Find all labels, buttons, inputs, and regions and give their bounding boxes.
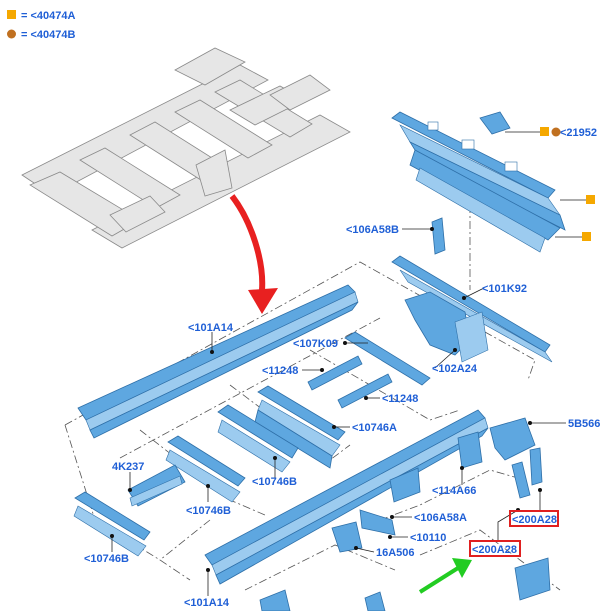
highlight-box-200A28-lower (469, 540, 521, 557)
callout-102A24[interactable]: <102A24 (432, 363, 478, 375)
legend-square-marker (7, 10, 16, 19)
callout-21952[interactable]: <21952 (560, 127, 597, 139)
red-arrow (229, 194, 278, 314)
callout-114A66[interactable]: <114A66 (432, 485, 476, 497)
leader-lines (110, 227, 566, 596)
callout-101A14-top[interactable]: <101A14 (188, 322, 234, 334)
callout-4K237[interactable]: 4K237 (112, 461, 144, 473)
callout-16A506[interactable]: 16A506 (376, 547, 415, 559)
legend-label-b: = <40474B (21, 29, 75, 41)
crossmembers (73, 385, 346, 557)
callout-10110[interactable]: <10110 (410, 532, 446, 544)
small-brackets (259, 355, 551, 611)
callout-10746B-b[interactable]: <10746B (186, 505, 231, 517)
callout-106A58A[interactable]: <106A58A (414, 512, 467, 524)
callout-5B566[interactable]: 5B566 (568, 418, 600, 430)
callout-10746B-c[interactable]: <10746B (84, 553, 129, 565)
upper-crossmember-assembly (391, 111, 566, 253)
callout-101K92[interactable]: <101K92 (482, 283, 527, 295)
callout-10746A[interactable]: <10746A (352, 422, 397, 434)
callout-200A28-lower[interactable]: <200A28 (472, 544, 517, 556)
callout-101A14-bottom[interactable]: <101A14 (184, 597, 230, 609)
highlight-box-200A28-upper (509, 510, 559, 527)
fastener-markers-upper (505, 127, 595, 241)
rear-rail-assembly (344, 217, 553, 386)
callout-106A58B[interactable]: <106A58B (346, 224, 399, 236)
callout-11248-b[interactable]: <11248 (382, 393, 418, 405)
callout-200A28-upper[interactable]: <200A28 (512, 514, 557, 526)
legend-label-a: = <40474A (21, 10, 75, 22)
callout-107K09[interactable]: <107K09 (293, 338, 338, 350)
left-side-rail (77, 284, 359, 439)
legend-circle-marker (7, 29, 16, 39)
green-arrow (418, 558, 472, 594)
right-side-rail (204, 409, 489, 585)
overview-chassis-illustration (21, 47, 351, 249)
legend: = <40474A = <40474B (7, 10, 75, 41)
callout-11248-a[interactable]: <11248 (262, 365, 298, 377)
callout-10746B-a[interactable]: <10746B (252, 476, 297, 488)
